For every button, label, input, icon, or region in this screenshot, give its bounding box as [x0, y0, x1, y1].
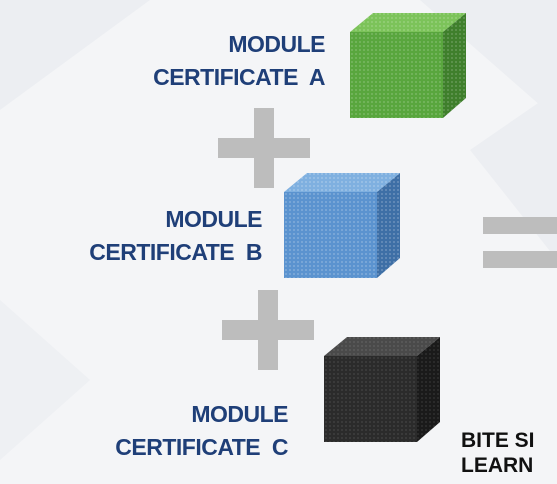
module-b-line1: MODULE — [165, 206, 262, 232]
plus-icon — [218, 108, 310, 188]
equals-icon — [483, 217, 557, 268]
result-label: BITE SI LEARN — [461, 428, 535, 478]
module-a-line2: CERTIFICATE A — [153, 64, 325, 90]
module-a-label: MODULE CERTIFICATE A — [40, 28, 325, 94]
plus-icon — [222, 290, 314, 370]
module-c-label: MODULE CERTIFICATE C — [20, 398, 288, 464]
module-a-line1: MODULE — [228, 31, 325, 57]
black-cube — [324, 337, 440, 442]
module-c-line1: MODULE — [191, 401, 288, 427]
result-line2: LEARN — [461, 454, 534, 477]
green-cube — [350, 13, 466, 118]
module-c-line2: CERTIFICATE C — [115, 434, 288, 460]
result-line1: BITE SI — [461, 429, 535, 452]
module-b-line2: CERTIFICATE B — [89, 239, 262, 265]
blue-cube — [284, 173, 400, 278]
module-b-label: MODULE CERTIFICATE B — [0, 203, 262, 269]
